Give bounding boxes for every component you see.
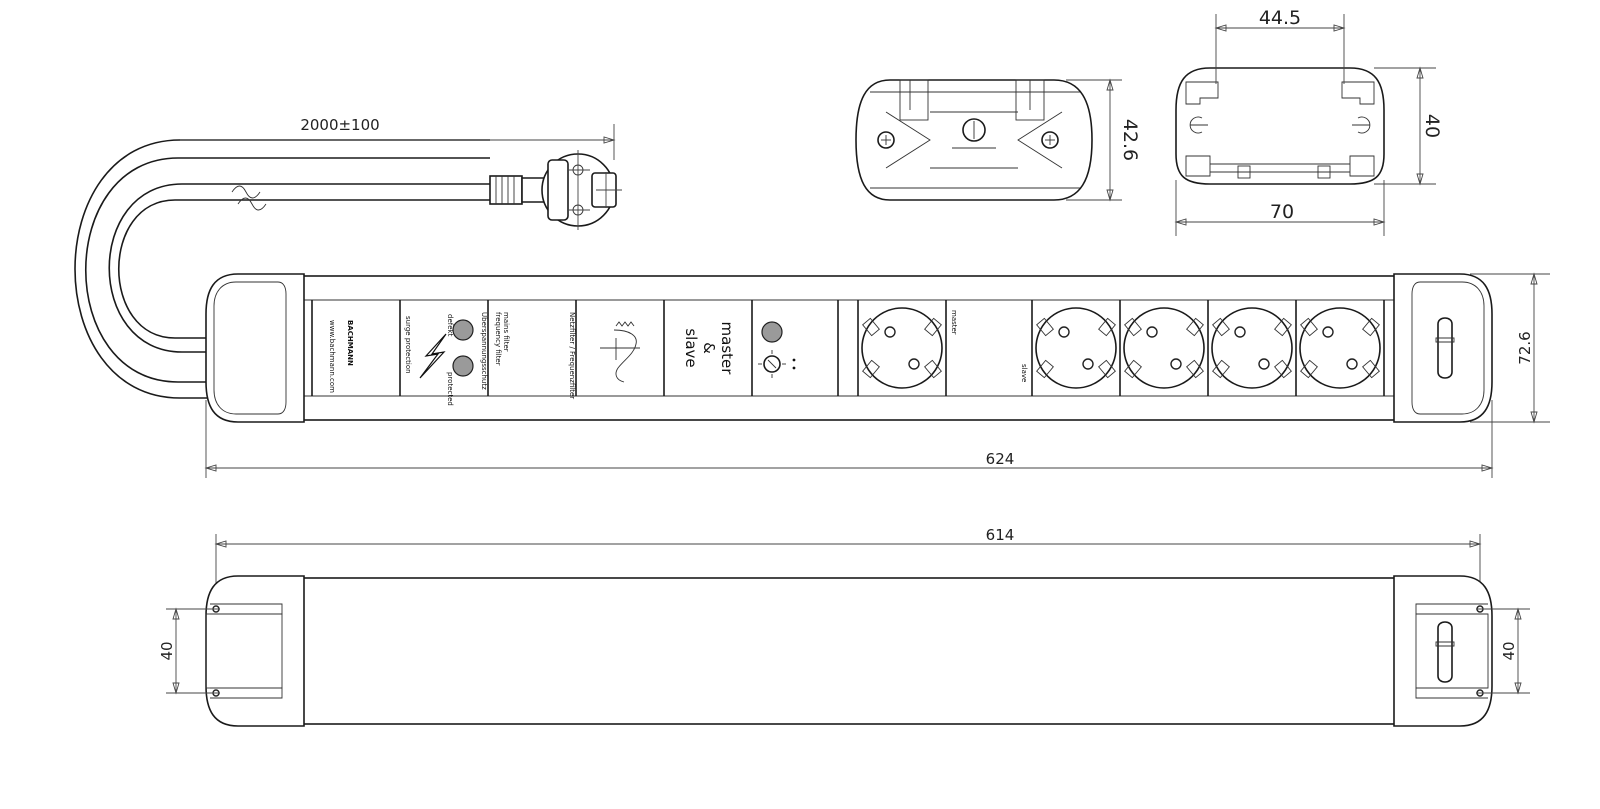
profile-width-label: 70 [1270,201,1294,223]
bottom-left-cap [205,575,305,727]
strip-height-label: 72.6 [1516,331,1534,364]
sensitivity-module [758,321,796,378]
strip-height-dimension: 72.6 [1470,272,1550,424]
socket-3[interactable] [1123,307,1205,389]
left-mount-dimension: 40 [158,607,220,695]
right-mount-label: 40 [1500,641,1518,660]
master-slave-module: master & slave [682,322,736,376]
master-slave-line3: slave [682,328,700,367]
right-end-cap [1393,273,1493,423]
master-slave-panel: master slave [950,310,1028,382]
end-cap-width-dimension: 42.6 [1066,78,1141,202]
left-mount-label: 40 [158,641,176,660]
filter-graph-module [600,321,640,383]
socket-4[interactable] [1211,307,1293,389]
profile-top-width-label: 44.5 [1259,7,1301,29]
power-strip-bottom [299,577,1399,725]
master-label: master [950,310,958,335]
left-end-cap [205,273,305,423]
end-cap-view [855,79,1093,201]
slave-label: slave [1020,364,1028,382]
brand-module: BACHMANN www.bachmann.com [328,320,354,393]
surge-module: surge protection Überspannungsschutz def… [404,312,489,406]
strip-length-dimension: 624 [204,400,1494,478]
master-indicator [761,321,783,343]
master-slave-line2: & [700,342,718,354]
module-dividers [311,300,1385,396]
master-slave-line1: master [718,322,736,376]
surge-label: surge protection [404,316,412,374]
brand-name: BACHMANN [346,320,354,366]
profile-height-dimension: 40 [1374,66,1443,186]
socket-1[interactable] [861,307,943,389]
bottom-length-label: 614 [986,526,1015,544]
socket-2[interactable] [1035,307,1117,389]
lightning-icon [419,333,447,379]
strip-length-label: 624 [986,450,1015,468]
cable-length-label: 2000±100 [300,116,379,134]
filter-line1-label: mains filter [502,312,510,352]
filter-module: Netzfilter / Frequenzfilter mains filter… [494,312,576,399]
surge-ok-indicator [452,319,474,341]
socket-5[interactable] [1299,307,1381,389]
profile-cross-section [1175,67,1385,185]
surge-ok-label: defekt [446,314,454,337]
surge-fail-indicator [452,355,474,377]
profile-top-dimension: 44.5 [1214,7,1346,84]
filter-line2-label: frequency filter [494,312,502,366]
filter-curve-icon [613,329,637,383]
surge-fail-label: protected [446,372,454,406]
end-cap-width-label: 42.6 [1119,119,1141,161]
brand-url: www.bachmann.com [328,320,336,393]
profile-height-label: 40 [1421,114,1443,138]
right-mount-dimension: 40 [1476,607,1530,695]
bottom-right-cap [1393,575,1493,727]
plug-head [541,150,622,230]
profile-width-dimension: 70 [1174,180,1386,236]
surge-de-label: Überspannungsschutz [480,312,489,390]
cable-length-dimension: 2000±100 [180,116,616,160]
power-cable [74,139,549,399]
filter-de-label: Netzfilter / Frequenzfilter [568,312,576,399]
